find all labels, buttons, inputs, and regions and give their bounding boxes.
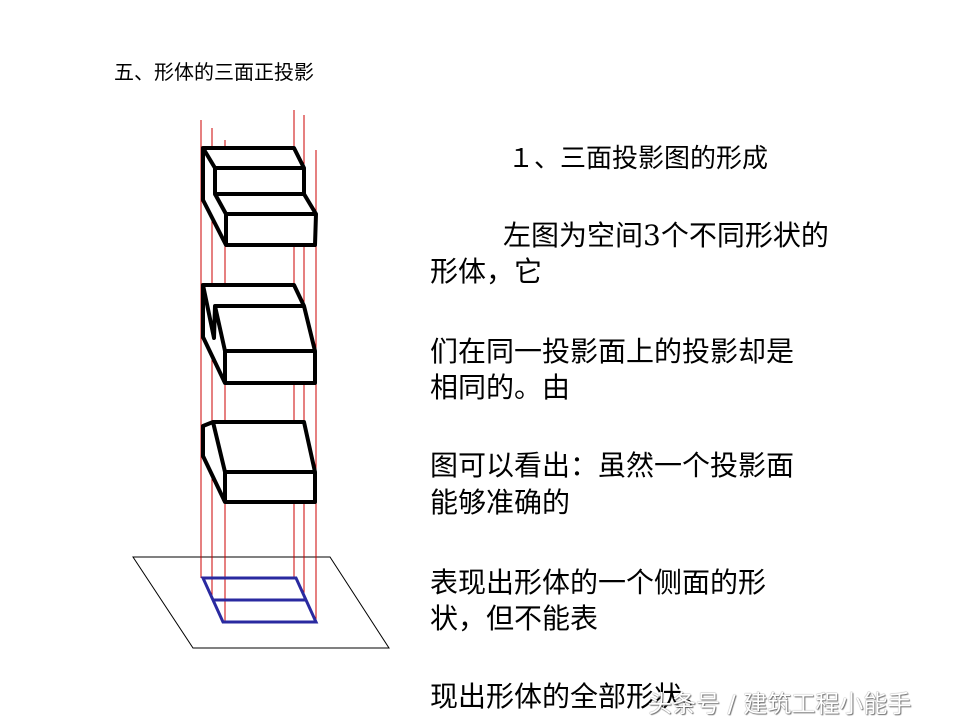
section-subheading: １、三面投影图的形成 (508, 144, 769, 174)
projection-outline (200, 576, 319, 624)
body-line: 左图为空间3个不同形状的 (503, 219, 829, 252)
body-line: 状，但不能表 (430, 602, 599, 635)
body-line: 们在同一投影面上的投影却是 (430, 335, 795, 368)
solid-1 (201, 146, 318, 247)
body-line: 图可以看出：虽然一个投影面 (430, 449, 795, 482)
solid-2 (201, 283, 317, 385)
slide-title: 五、形体的三面正投影 (114, 60, 314, 84)
body-line: 能够准确的 (430, 486, 571, 519)
body-line: 表现出形体的一个侧面的形 (430, 566, 767, 599)
watermark: 头条号 / 建筑工程小能手 (648, 690, 912, 718)
projection-plane (132, 556, 390, 649)
body-line: 相同的。由 (430, 371, 571, 404)
solid-3 (201, 420, 317, 504)
body-line: 现出形体的全部形状。 (430, 680, 711, 713)
body-line: 形体，它 (430, 255, 543, 288)
